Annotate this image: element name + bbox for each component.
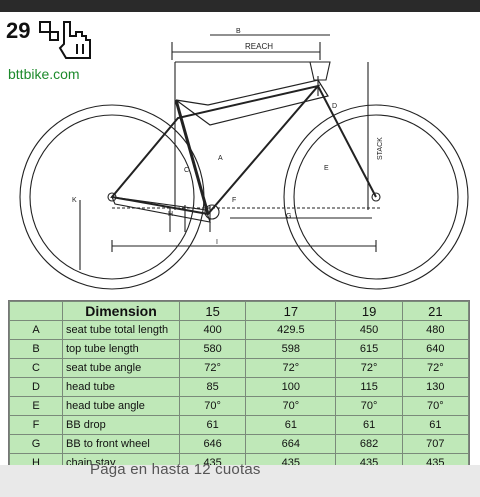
row-value: 70° xyxy=(178,396,247,416)
label-stack: STACK xyxy=(377,137,384,160)
row-value: 61 xyxy=(335,415,403,435)
row-name: BB drop xyxy=(62,415,180,435)
table-header-row: Dimension 15 17 19 21 xyxy=(9,301,470,321)
row-value: 598 xyxy=(245,339,337,359)
header-size: 15 xyxy=(178,301,247,321)
label-b: B xyxy=(236,28,241,35)
label-e: E xyxy=(324,165,329,172)
row-value: 115 xyxy=(335,377,403,397)
label-reach: REACH xyxy=(245,42,273,51)
row-value: 400 xyxy=(178,320,247,340)
caption-text: Paga en hasta 12 cuotas xyxy=(90,461,261,478)
row-name: head tube xyxy=(62,377,180,397)
row-name: seat tube angle xyxy=(62,358,180,378)
top-bar xyxy=(0,0,480,12)
label-f: F xyxy=(232,197,236,204)
row-letter: E xyxy=(9,396,63,416)
row-value: 480 xyxy=(401,320,470,340)
label-d: D xyxy=(332,103,337,110)
row-letter: B xyxy=(9,339,63,359)
hand-cursor-icon xyxy=(39,21,91,59)
row-value: 61 xyxy=(245,415,337,435)
row-value: 85 xyxy=(178,377,247,397)
row-letter: D xyxy=(9,377,63,397)
row-value: 646 xyxy=(178,434,247,454)
row-name: BB to front wheel xyxy=(62,434,180,454)
row-value: 450 xyxy=(335,320,403,340)
row-name: head tube angle xyxy=(62,396,180,416)
row-value: 615 xyxy=(335,339,403,359)
row-name: seat tube total length xyxy=(62,320,180,340)
row-value: 61 xyxy=(401,415,470,435)
row-value: 100 xyxy=(245,377,337,397)
row-value: 682 xyxy=(335,434,403,454)
header-dimension: Dimension xyxy=(62,301,180,321)
row-value: 707 xyxy=(401,434,470,454)
header-size: 17 xyxy=(245,301,337,321)
row-value: 664 xyxy=(245,434,337,454)
row-value: 70° xyxy=(335,396,403,416)
shop-logo: 29 bttbike.com xyxy=(2,14,112,90)
row-value: 72° xyxy=(245,358,337,378)
row-name: top tube length xyxy=(62,339,180,359)
row-value: 580 xyxy=(178,339,247,359)
label-a: A xyxy=(218,155,223,162)
label-g: G xyxy=(286,213,291,220)
row-value: 429.5 xyxy=(245,320,337,340)
header-size: 21 xyxy=(401,301,470,321)
logo-site: bttbike.com xyxy=(8,66,80,82)
row-letter: G xyxy=(9,434,63,454)
bike-frame xyxy=(110,84,321,216)
row-value: 72° xyxy=(335,358,403,378)
header-size: 19 xyxy=(335,301,403,321)
label-k: K xyxy=(72,197,77,204)
row-letter: F xyxy=(9,415,63,435)
row-value: 70° xyxy=(401,396,470,416)
front-wheel xyxy=(283,104,469,290)
row-value: 72° xyxy=(401,358,470,378)
label-c: C xyxy=(184,167,189,174)
row-letter: C xyxy=(9,358,63,378)
bottom-bar xyxy=(0,465,480,497)
row-letter: A xyxy=(9,320,63,340)
label-i: I xyxy=(216,239,218,246)
row-value: 130 xyxy=(401,377,470,397)
row-value: 640 xyxy=(401,339,470,359)
row-value: 70° xyxy=(245,396,337,416)
label-h: H xyxy=(168,211,173,218)
logo-number: 29 xyxy=(6,18,31,43)
bike-geometry-diagram: B REACH STACK A C D E F G H K I xyxy=(19,28,469,290)
row-value: 72° xyxy=(178,358,247,378)
row-value: 61 xyxy=(178,415,247,435)
header-blank xyxy=(9,301,63,321)
